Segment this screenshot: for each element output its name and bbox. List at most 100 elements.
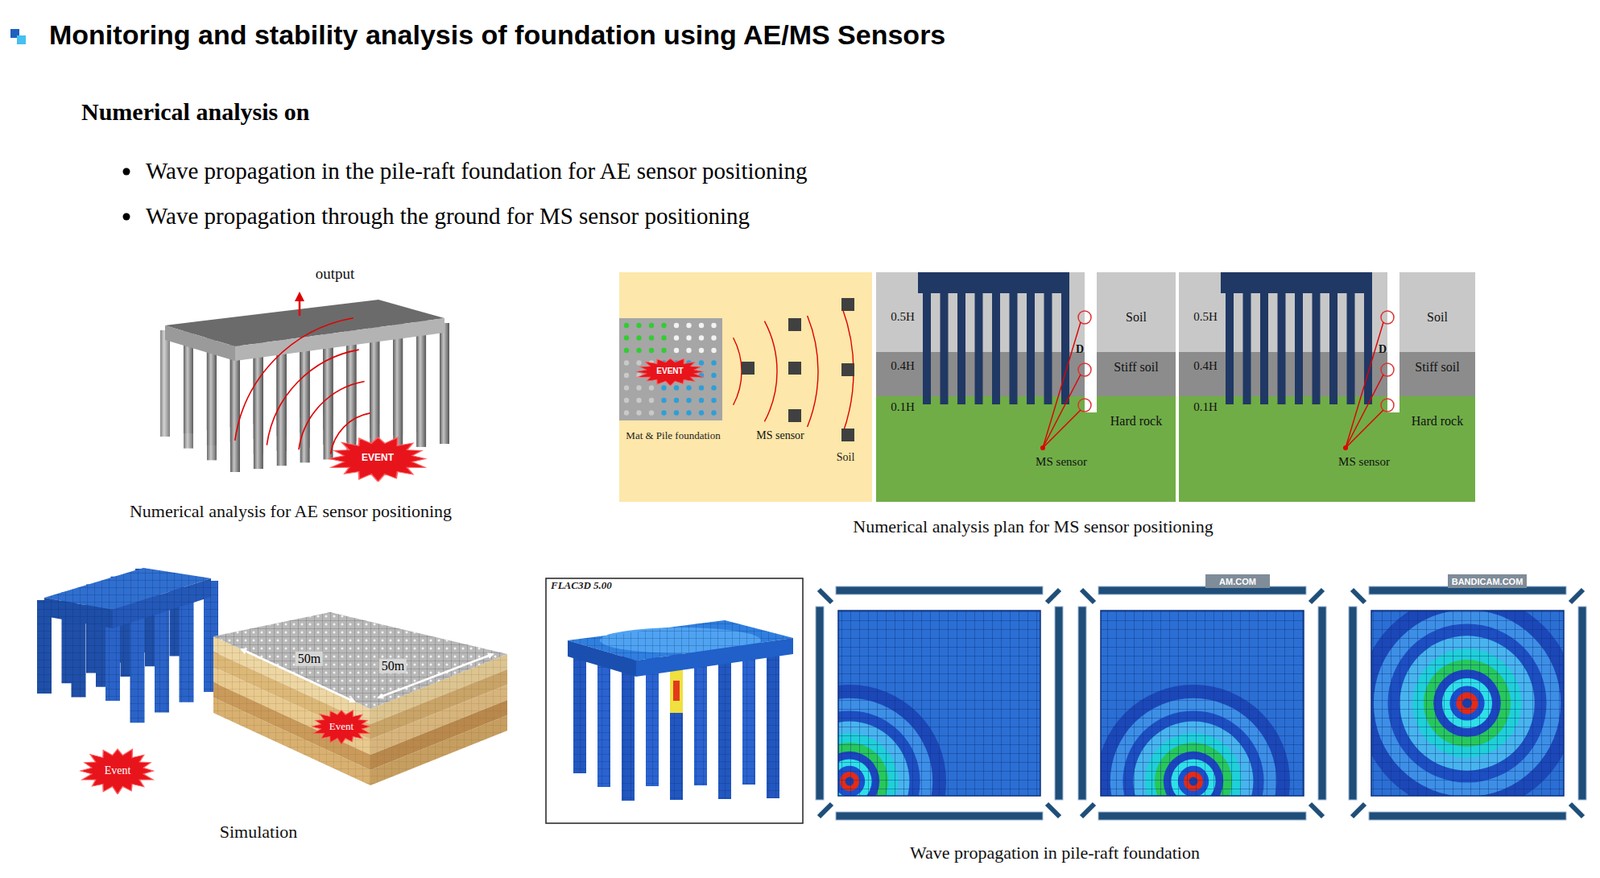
dimension-arrow [241,649,355,702]
pile [369,332,380,454]
pile-mesh [621,653,635,801]
sensor-circle [1380,363,1394,377]
sensor-label: MS sensor [1035,454,1088,469]
pile-dot [698,359,704,365]
frame-bar [1098,586,1307,595]
slide-title: Monitoring and stability analysis of fou… [49,19,946,51]
pile-dot [673,409,679,415]
pile-mesh [669,653,683,800]
sensor-line [1345,409,1384,448]
soil-panel: SoilMat & Pile foundationEVENT [619,272,873,502]
frame-corner [1570,589,1584,603]
pile-dot [686,322,691,328]
pile [992,293,1001,405]
event-burst: EVENT [634,357,707,386]
burst-outline [311,710,370,745]
wave-arc [235,318,354,441]
ms-sensor-square [788,318,802,331]
model-mesh [1100,610,1304,796]
pile-dot [711,359,716,365]
pile [230,351,240,472]
frame-bar [1098,811,1307,820]
hard-rock-layer [876,396,1176,502]
pile-dot [711,372,716,378]
ms-sensor-square [841,428,855,442]
pile-dot [698,334,704,340]
pile-dot [673,322,679,328]
sensor-circle [1078,398,1092,412]
section-heading: Numerical analysis on [81,98,310,127]
burst-outline [636,358,704,386]
pile-dot [649,347,654,353]
pile-dot [624,372,629,378]
dimension-label: 50m [295,651,323,666]
pile-dot [624,384,629,390]
pile [940,293,949,405]
pile-dot [636,347,641,353]
burst-outline [80,748,154,794]
pile [1243,293,1252,405]
watermark: BANDICAM.COM [1451,576,1524,588]
bullet-text: Wave propagation through the ground for … [145,202,750,230]
bullet-dot [123,168,131,176]
pile [277,344,287,466]
pile-dot [711,334,716,340]
pile [416,326,426,447]
soil-panel [619,272,873,502]
pile [1225,293,1234,405]
pile-dot [649,322,654,328]
pile [621,653,635,801]
frame-corner [1570,803,1584,817]
layer-name: Soil [1125,310,1147,325]
frame-corner [1046,589,1060,603]
model-mesh [1371,610,1564,796]
event-burst: EVENT [326,435,430,482]
soil-layer: Stiff soil [876,351,1176,397]
pile [439,322,450,444]
sensor-point [1343,445,1348,451]
wave-arc [298,381,365,451]
raft-side [165,325,236,361]
rock-layer: Hard rock [1178,396,1476,502]
model-plane [1100,610,1304,796]
pile-dot [636,397,641,403]
depth-label: 0.4H [890,359,915,373]
pile-dot [673,384,679,390]
depth-label: 0.5H [890,310,915,324]
frame-corner [1081,589,1095,603]
pile [346,335,356,457]
frame-corner [1351,589,1365,603]
pile-dot [686,384,691,390]
pile-mesh [766,653,780,798]
pile [1294,293,1303,405]
model-border [838,610,1041,796]
burst-outline [328,437,426,482]
pile [1347,293,1356,405]
rock-layer: Hard rock [876,396,1176,502]
raft [917,272,1070,294]
depth-label: 0.4H [1193,359,1218,373]
layer-name: Mat & Pile foundation [625,429,720,443]
depth-label: 0.5H [1193,310,1218,324]
raft-mesh [567,620,794,661]
pile-dot [673,334,679,340]
title-icon [16,35,26,45]
event-text: EVENT [361,452,394,464]
stress-zone [673,680,680,701]
bullet-text: Wave propagation in the pile-raft founda… [145,157,808,185]
figure-caption: Numerical analysis plan for MS sensor po… [852,516,1213,537]
pile-dot [661,397,666,403]
pile-dot [661,384,666,390]
ms-sensor-square [841,363,855,377]
frame-corner [818,803,832,817]
pile-dot [686,347,691,353]
event-burst: Event [78,747,157,794]
pile-mesh [573,653,587,774]
model-mesh [838,610,1041,796]
sensor-circle [1078,310,1092,324]
pile-dot [661,409,666,415]
layer-name: Soil [1426,310,1448,325]
pile-mesh [718,653,732,799]
model-plane [1371,610,1564,796]
output-arrow [298,294,302,316]
